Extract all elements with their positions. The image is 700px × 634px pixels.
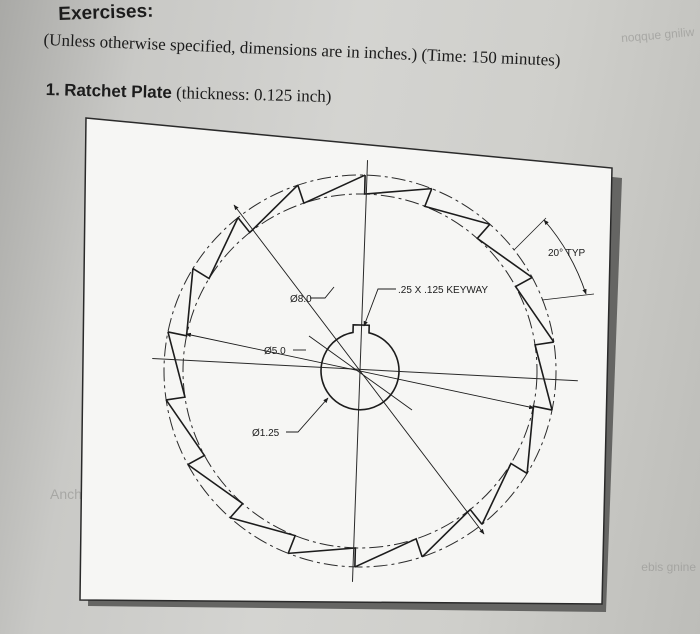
ratchet-tooth [297,174,366,205]
leader-keyway [363,288,396,327]
diameter-leader-bore [308,335,413,411]
ratchet-tooth [534,341,554,411]
dimension-lines [185,204,595,535]
ratchet-tooth [166,331,186,401]
leader-outer-label [310,286,335,299]
ratchet-tooth [363,175,432,195]
keyway-label: .25 X .125 KEYWAY [398,285,488,296]
root-diameter-label: Ø5.0 [264,346,286,357]
diameter-leader-root [185,332,535,410]
tooth-angle-label: 20° TYP [548,248,585,259]
ratchet-tooth [514,276,555,343]
angle-arc [543,219,587,295]
ratchet-tooth [288,547,357,567]
ratchet-tooth [354,537,423,568]
angle-extension-2 [541,293,595,301]
dimension-labels: Ø8.0 Ø5.0 Ø1.25 .25 X .125 KEYWAY 20° TY… [252,248,585,439]
ratchet-tooth [165,399,206,466]
ratchet-tooth [481,462,528,525]
leader-bore-label [286,397,329,433]
bleed-through-text: ebis gnine [641,560,696,574]
ratchet-tooth [192,217,239,280]
angle-extension-1 [513,217,547,251]
bore-diameter-label: Ø1.25 [252,428,280,439]
outer-diameter-label: Ø8.0 [290,294,312,305]
